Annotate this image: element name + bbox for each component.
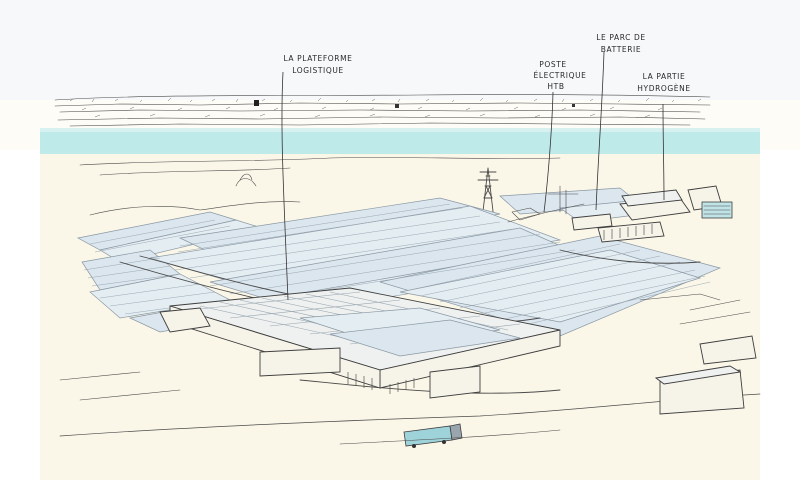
label-hydrogen-line2: HYDROGÈNE [637, 84, 690, 93]
label-hydrogen-line1: LA PARTIE [643, 72, 686, 81]
water-band [40, 128, 760, 154]
lower-right-buildings [654, 299, 757, 415]
horizon-texture [69, 97, 702, 118]
far-hedges [79, 157, 561, 216]
label-logistics-line2: LOGISTIQUE [292, 66, 344, 75]
sky [0, 0, 800, 100]
label-logistics-line1: LA PLATEFORME [283, 54, 352, 63]
battery-park [571, 189, 691, 243]
label-substation: POSTE ÉLECTRIQUE HTB [533, 60, 586, 91]
leader-lines [281, 51, 665, 301]
label-battery-line2: BATTERIE [601, 45, 641, 54]
label-substation-line2: ÉLECTRIQUE [533, 71, 586, 80]
label-battery: LE PARC DE BATTERIE [596, 33, 645, 54]
horizon-town [54, 94, 711, 127]
foreground-strokes [59, 293, 721, 445]
label-logistics: LA PLATEFORME LOGISTIQUE [283, 54, 352, 75]
label-battery-line1: LE PARC DE [596, 33, 645, 42]
substation-equipment [507, 185, 585, 223]
label-substation-line3: HTB [547, 82, 564, 91]
hydrogen-area [687, 185, 733, 219]
label-substation-line1: POSTE [539, 60, 567, 69]
panel-rows [83, 203, 711, 327]
label-hydrogen: LA PARTIE HYDROGÈNE [637, 72, 690, 93]
logistics-platform [159, 287, 561, 399]
pylon-icon [477, 167, 499, 221]
truck-icon [403, 423, 463, 448]
